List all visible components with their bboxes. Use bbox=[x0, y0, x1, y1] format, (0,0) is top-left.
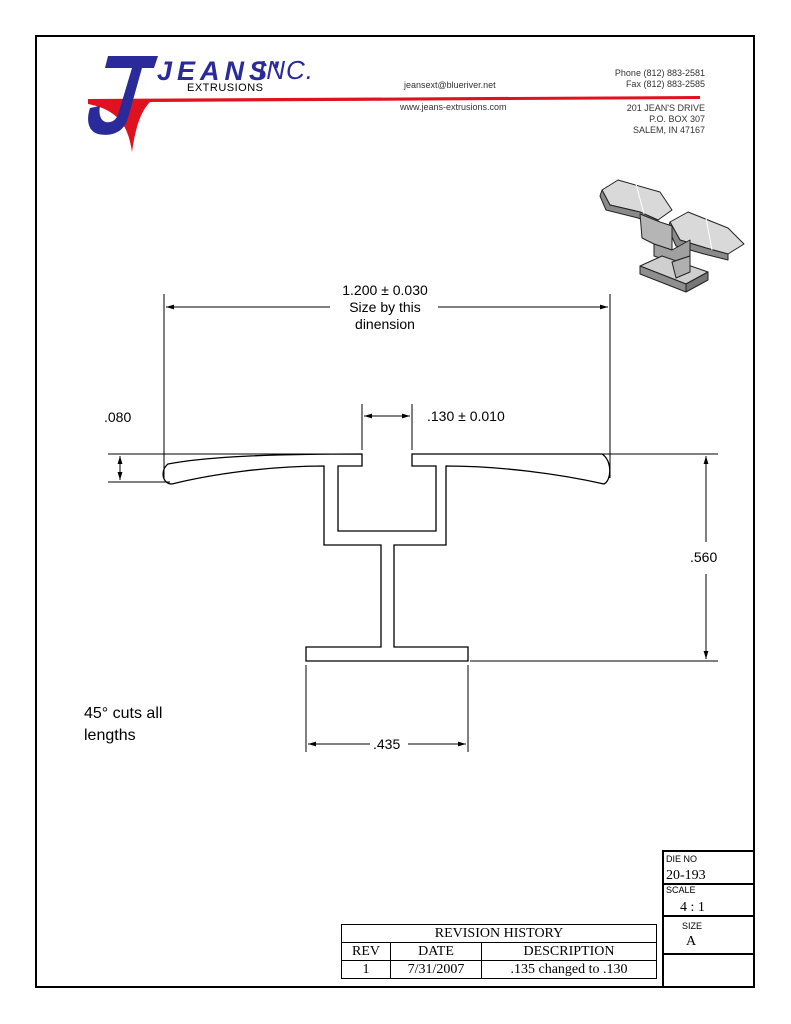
width-dimension-note-2: dinension bbox=[355, 316, 415, 332]
revision-header-row: REV DATE DESCRIPTION bbox=[341, 942, 657, 961]
table-row: 1 7/31/2007 .135 changed to .130 bbox=[341, 960, 657, 979]
cut-note-line-1: 45° cuts all bbox=[84, 705, 163, 722]
base-dimension: .435 bbox=[373, 736, 401, 752]
revision-header-date: DATE bbox=[390, 942, 482, 961]
thickness-dimension: .080 bbox=[104, 409, 132, 425]
size-label: SIZE bbox=[682, 921, 703, 931]
phone-fax: Phone (812) 883-2581 Fax (812) 883-2585 bbox=[615, 68, 705, 90]
scale-value: 4 : 1 bbox=[680, 900, 705, 915]
die-number-cell: DIE NO 20-193 bbox=[664, 850, 754, 885]
scale-label: SCALE bbox=[666, 885, 696, 895]
email-text: jeansext@blueriver.net bbox=[404, 80, 496, 90]
revision-description: .135 changed to .130 bbox=[481, 960, 657, 979]
fax-text: Fax (812) 883-2585 bbox=[625, 79, 705, 89]
revision-title: REVISION HISTORY bbox=[341, 924, 657, 943]
die-number-label: DIE NO bbox=[666, 854, 698, 864]
address-line-3: SALEM, IN 47167 bbox=[632, 125, 705, 135]
logo-name: JEANS' bbox=[157, 56, 284, 86]
address-line-2: P.O. BOX 307 bbox=[649, 114, 705, 124]
die-number-value: 20-193 bbox=[666, 868, 706, 883]
width-dimension-value: 1.200 ± 0.030 bbox=[342, 282, 428, 298]
gap-dimension: .130 ± 0.010 bbox=[427, 408, 505, 424]
revision-header-description: DESCRIPTION bbox=[481, 942, 657, 961]
revision-header-rev: REV bbox=[341, 942, 391, 961]
size-cell: SIZE A bbox=[664, 917, 754, 955]
revision-date: 7/31/2007 bbox=[390, 960, 482, 979]
cut-note: 45° cuts all lengths bbox=[84, 703, 162, 747]
revision-title-row: REVISION HISTORY bbox=[341, 924, 657, 943]
address-line-1: 201 JEAN'S DRIVE bbox=[626, 103, 705, 113]
logo-suffix: INC. bbox=[258, 55, 314, 85]
width-dimension-label: 1.200 ± 0.030 Size by this dinension bbox=[330, 282, 440, 333]
cut-note-line-2: lengths bbox=[84, 727, 136, 744]
address-block: 201 JEAN'S DRIVE P.O. BOX 307 SALEM, IN … bbox=[627, 103, 705, 136]
scale-cell: SCALE 4 : 1 bbox=[664, 885, 754, 917]
revision-rev: 1 bbox=[341, 960, 391, 979]
width-dimension-note-1: Size by this bbox=[349, 299, 421, 315]
website-text: www.jeans-extrusions.com bbox=[400, 102, 507, 112]
drawing-frame bbox=[35, 35, 755, 988]
height-dimension: .560 bbox=[690, 549, 718, 565]
logo-subtitle: EXTRUSIONS bbox=[187, 82, 264, 94]
title-block: DIE NO 20-193 SCALE 4 : 1 SIZE A bbox=[662, 850, 754, 987]
revision-history-table: REVISION HISTORY REV DATE DESCRIPTION 1 … bbox=[341, 924, 657, 979]
size-value: A bbox=[686, 934, 697, 949]
phone-text: Phone (812) 883-2581 bbox=[614, 68, 705, 78]
